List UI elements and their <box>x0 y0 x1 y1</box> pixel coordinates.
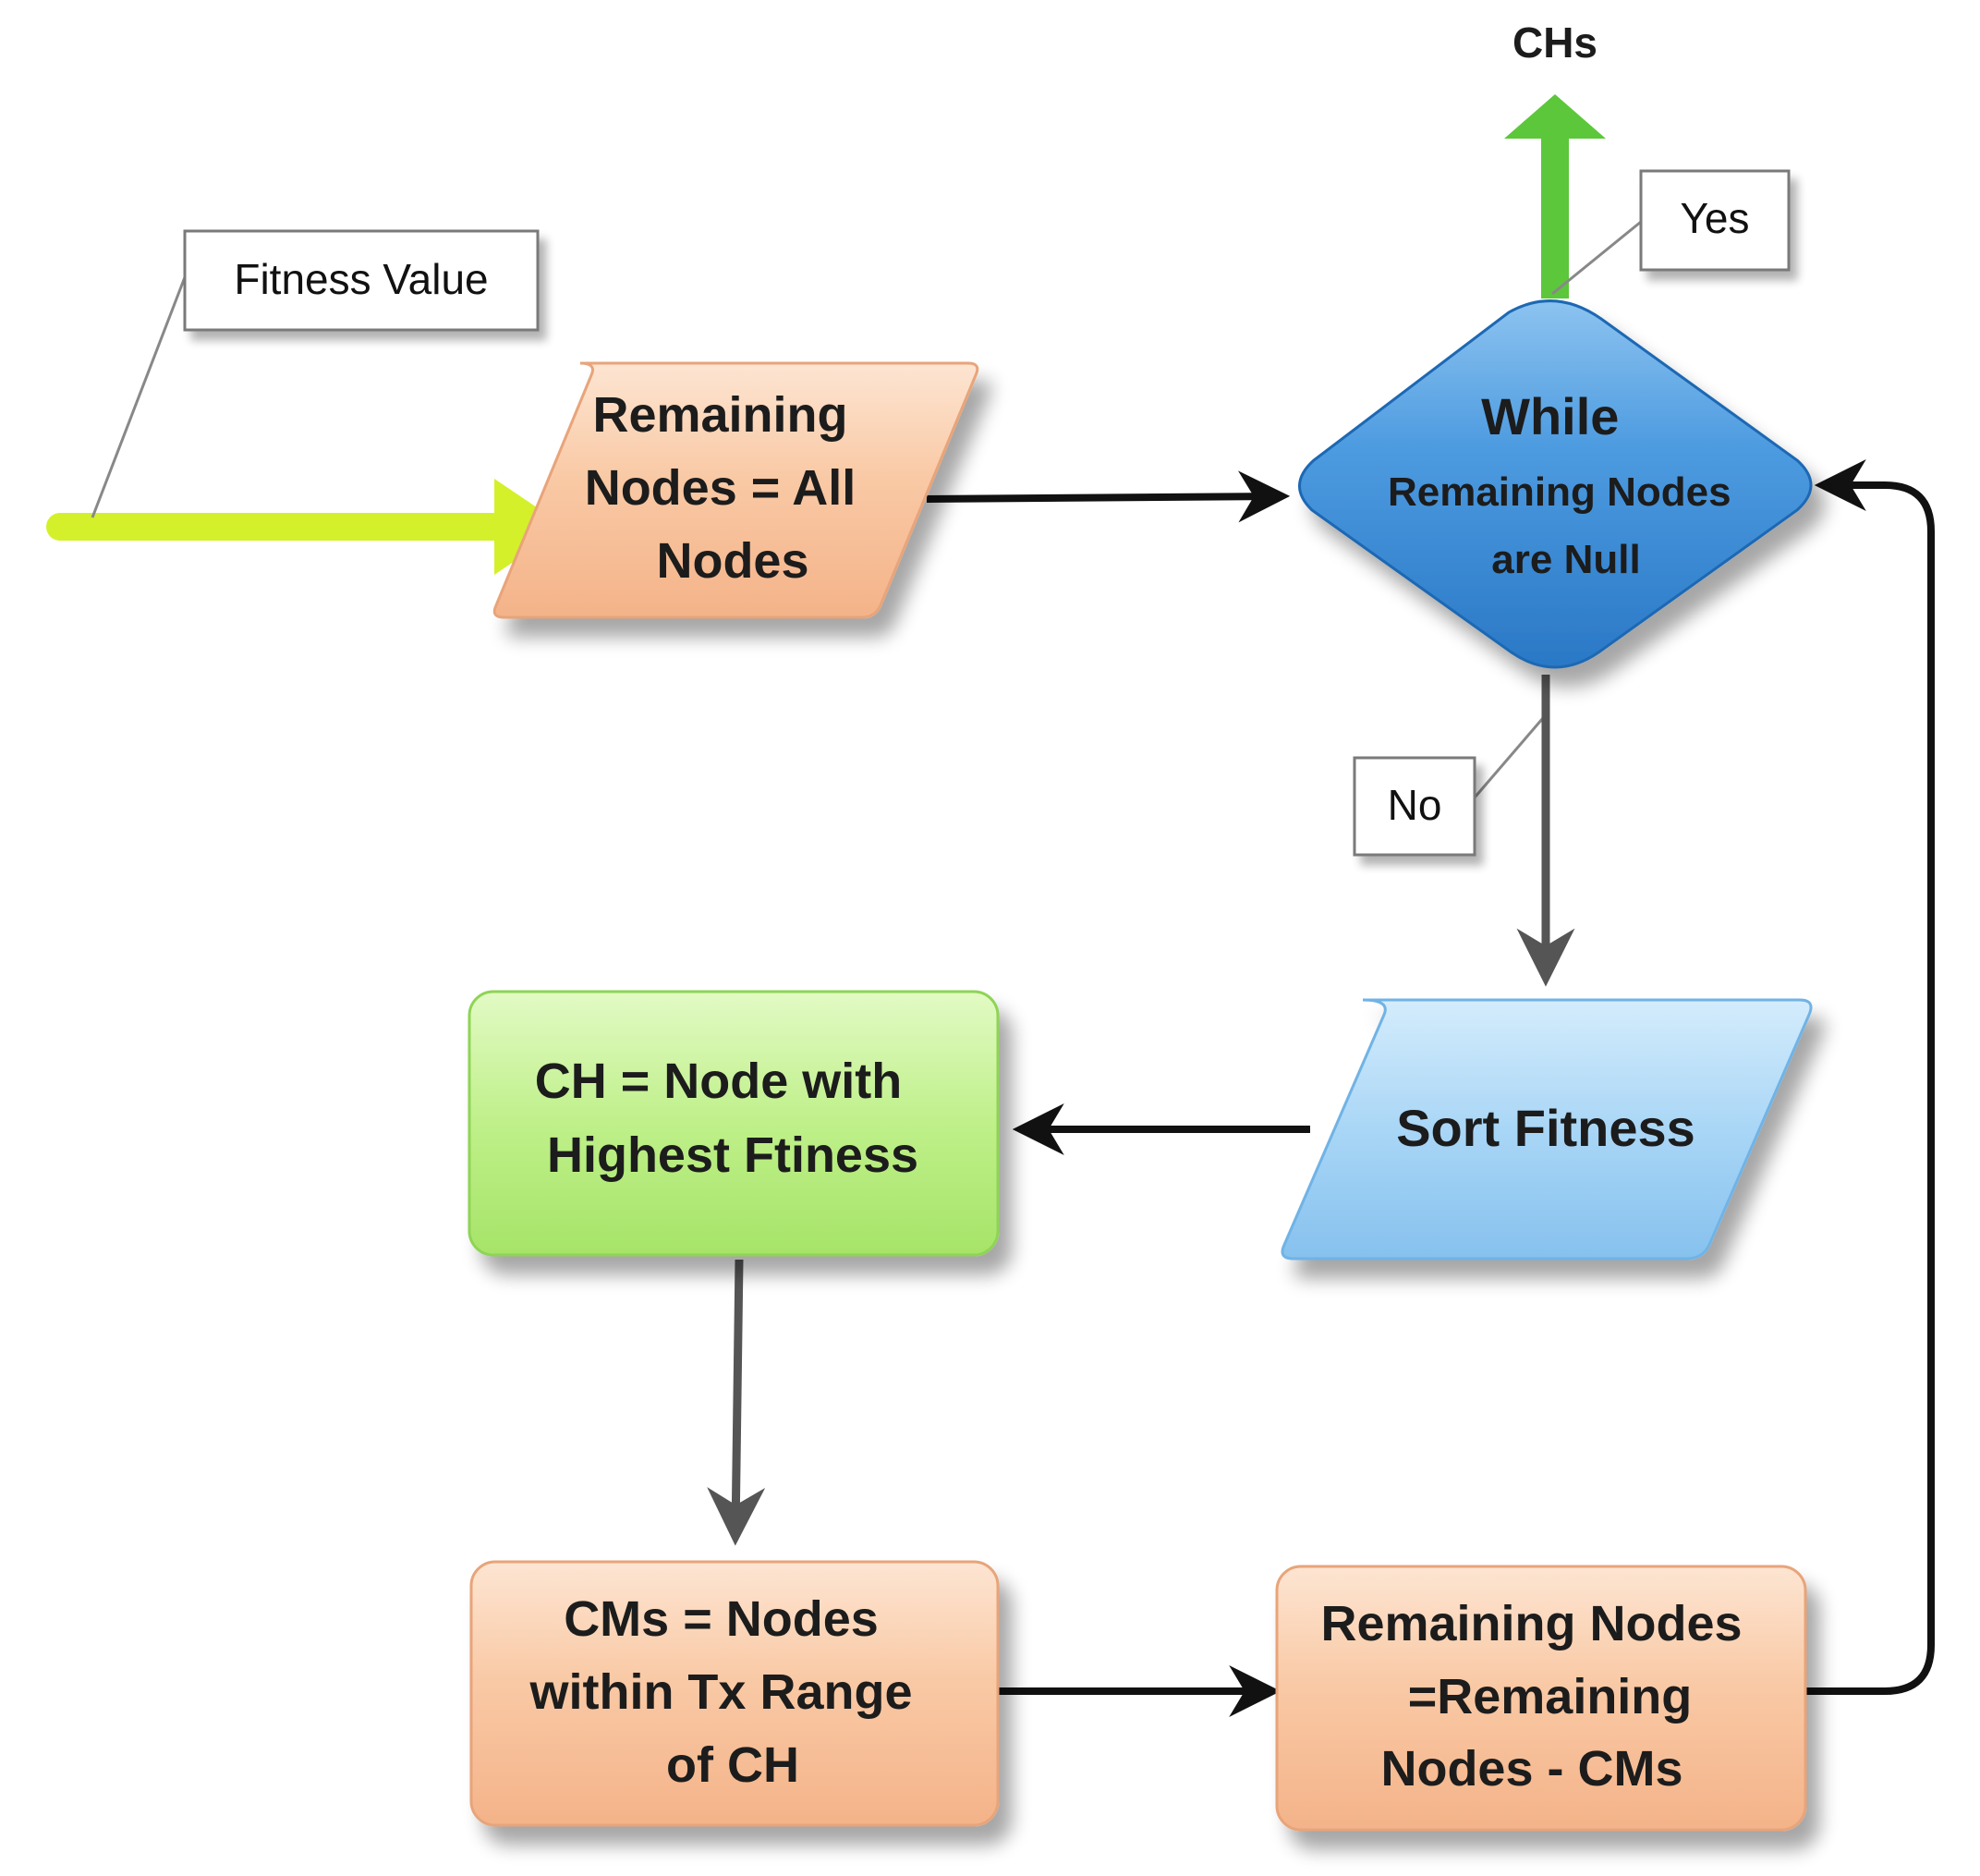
connector-update-to-decision <box>1806 459 1935 1695</box>
node-decision-line-3: are Null <box>1491 537 1640 582</box>
node-update-line-1: Remaining Nodes <box>1320 1596 1742 1651</box>
fitness-note-leader <box>91 276 187 518</box>
node-init-line-1: Remaining <box>592 387 847 443</box>
node-select-ch-line-1: CH = Node with <box>535 1054 903 1109</box>
node-init-line-2: Nodes = All <box>585 460 856 516</box>
note-yes-text: Yes <box>1680 194 1749 242</box>
note-fitness-value: Fitness Value <box>183 229 540 332</box>
note-yes: Yes <box>1639 169 1791 272</box>
node-select-ch: CH = Node with Highest Ftiness <box>468 990 1000 1257</box>
node-decision: While Remaining Nodes are Null <box>1298 299 1813 669</box>
connector-init-to-decision <box>926 470 1291 523</box>
connector-select-to-cms <box>707 1259 766 1546</box>
svg-text:CH = Node with Highest F: CH = Node with Highest Ftiness <box>535 1054 918 1183</box>
output-label: CHs <box>1512 18 1597 67</box>
svg-text:CMs = Nodes within Tx Ra: CMs = Nodes within Tx Range of CH <box>528 1591 926 1793</box>
svg-text:Remaining Nodes =Remaini: Remaining Nodes =Remaining Nodes - CMs <box>1320 1596 1755 1797</box>
node-sort: Sort Fitness <box>1281 998 1813 1261</box>
node-cms: CMs = Nodes within Tx Range of CH <box>469 1560 1000 1827</box>
node-cms-line-3: of CH <box>666 1737 799 1793</box>
note-fitness-value-text: Fitness Value <box>234 255 488 303</box>
yes-note-leader <box>1551 220 1642 296</box>
node-init-line-3: Nodes <box>656 533 808 589</box>
node-cms-line-2: within Tx Range <box>528 1664 912 1720</box>
no-note-leader <box>1467 711 1550 805</box>
node-update: Remaining Nodes =Remaining Nodes - CMs <box>1275 1565 1807 1832</box>
svg-text:While Remaining Nodes: While Remaining Nodes are Null <box>1388 387 1735 582</box>
node-decision-line-2: Remaining Nodes <box>1388 469 1731 515</box>
node-cms-line-1: CMs = Nodes <box>564 1591 879 1647</box>
node-select-ch-line-2: Highest Ftiness <box>547 1127 918 1183</box>
node-decision-line-1: While <box>1481 387 1619 445</box>
node-sort-label: Sort Fitness <box>1396 1099 1695 1157</box>
note-no: No <box>1353 756 1476 857</box>
node-init: Remaining Nodes = All Nodes <box>492 361 979 619</box>
node-update-line-3: Nodes - CMs <box>1380 1741 1682 1797</box>
output-arrow <box>1504 94 1606 298</box>
input-arrow <box>46 479 565 575</box>
note-no-text: No <box>1388 781 1442 829</box>
svg-text:Remaining Nodes = All: Remaining Nodes = All Nodes <box>585 387 870 589</box>
node-update-line-2: =Remaining <box>1408 1669 1693 1724</box>
